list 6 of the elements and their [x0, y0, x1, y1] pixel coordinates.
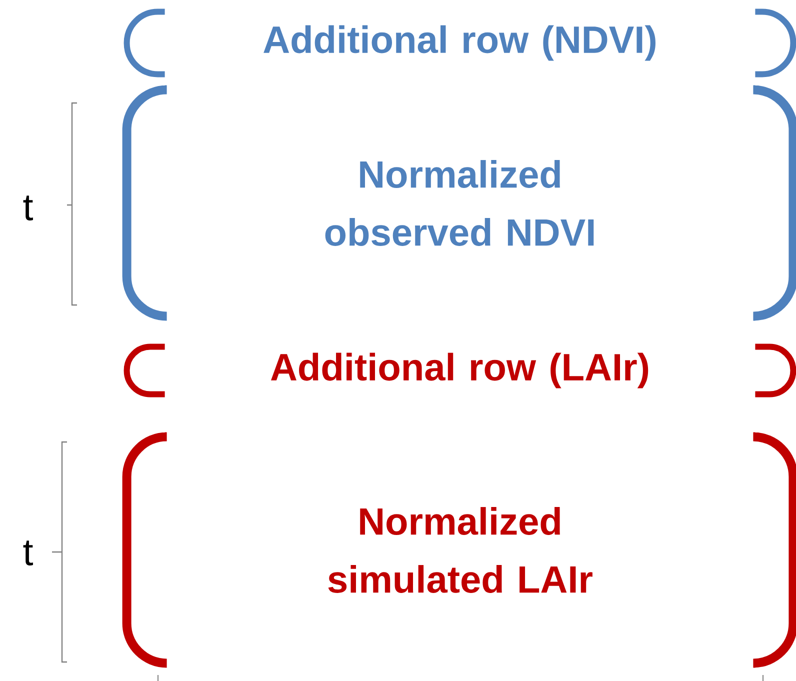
bracketed-box: Normalized simulated LAIr [122, 432, 796, 668]
axis-label: t [23, 196, 33, 220]
bracketed-box: Additional row (NDVI) [124, 8, 796, 78]
bracketed-box: Normalized observed NDVI [122, 85, 796, 321]
bracketed-box: Additional row (LAIr) [124, 344, 796, 398]
axis-label: t [23, 540, 33, 566]
